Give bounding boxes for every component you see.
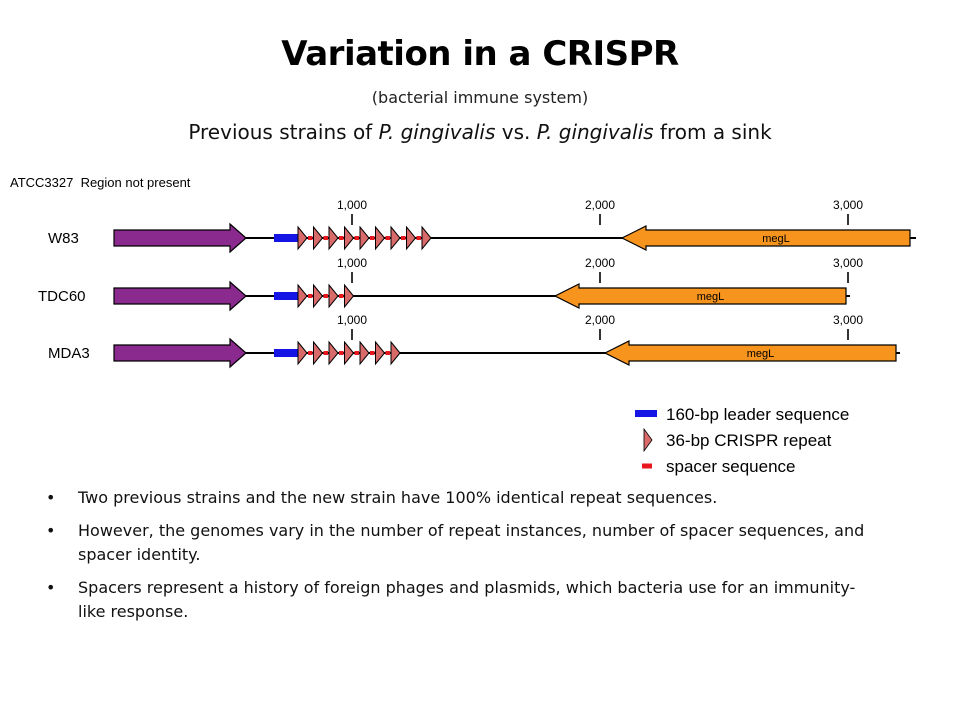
crispr-repeat	[313, 225, 324, 251]
crispr-repeat	[359, 225, 370, 251]
megl-gene-arrow	[603, 340, 897, 366]
scale-tick-label: 3,000	[833, 313, 863, 327]
megl-gene-arrow	[553, 283, 847, 309]
scale-tick-label: 1,000	[337, 198, 367, 212]
strain-label: MDA3	[48, 345, 90, 362]
crispr-repeat	[297, 283, 308, 309]
crispr-repeat	[344, 225, 355, 251]
crispr-repeat	[359, 340, 370, 366]
heading-species-2: P. gingivalis	[536, 120, 654, 144]
crispr-repeat	[375, 340, 386, 366]
heading-middle: vs.	[495, 120, 537, 144]
crispr-repeat	[297, 340, 308, 366]
crispr-repeat	[344, 283, 355, 309]
leader-sequence	[274, 292, 298, 300]
legend: 160-bp leader sequence 36-bp CRISPR repea…	[635, 405, 849, 476]
leader-sequence	[274, 234, 298, 242]
legend-leader-swatch	[635, 410, 657, 417]
bullet-item: Two previous strains and the new strain …	[46, 486, 880, 510]
scale-tick-label: 2,000	[585, 198, 615, 212]
scale-tick-label: 2,000	[585, 256, 615, 270]
megl-gene-label: megL	[747, 348, 775, 360]
megl-gene-arrow	[620, 225, 911, 251]
slide-heading: Previous strains of P. gingivalis vs. P.…	[0, 120, 960, 144]
slide-subtitle: (bacterial immune system)	[371, 88, 589, 107]
legend-repeat-swatch	[643, 427, 653, 453]
scale-tick-label: 2,000	[585, 313, 615, 327]
region-not-present-note: ATCC3327 Region not present	[10, 175, 191, 190]
slide-title: Variation in a CRISPR	[281, 34, 679, 74]
purple-gene-arrow	[113, 337, 247, 369]
crispr-repeat	[328, 283, 339, 309]
legend-label: spacer sequence	[666, 457, 795, 476]
crispr-repeat	[375, 225, 386, 251]
bullet-list: Two previous strains and the new strain …	[46, 486, 880, 633]
heading-species-1: P. gingivalis	[378, 120, 496, 144]
scale-tick-label: 1,000	[337, 256, 367, 270]
megl-gene-label: megL	[697, 291, 725, 303]
scale-tick-label: 1,000	[337, 313, 367, 327]
legend-label: 36-bp CRISPR repeat	[666, 431, 832, 450]
megl-gene-label: megL	[762, 233, 790, 245]
crispr-repeat	[390, 225, 401, 251]
bullet-item: Spacers represent a history of foreign p…	[46, 576, 880, 624]
strain-label: TDC60	[38, 288, 86, 305]
crispr-repeat	[313, 283, 324, 309]
crispr-repeat	[344, 340, 355, 366]
bullet-item: However, the genomes vary in the number …	[46, 519, 880, 567]
heading-suffix: from a sink	[653, 120, 772, 144]
crispr-repeat	[297, 225, 308, 251]
scale-tick-label: 3,000	[833, 256, 863, 270]
scale-tick-label: 3,000	[833, 198, 863, 212]
crispr-repeat	[313, 340, 324, 366]
strain-label: W83	[48, 230, 79, 247]
crispr-repeat	[406, 225, 417, 251]
purple-gene-arrow	[113, 222, 247, 254]
crispr-repeat	[328, 225, 339, 251]
legend-label: 160-bp leader sequence	[666, 405, 849, 424]
crispr-repeat	[421, 225, 432, 251]
crispr-repeat	[328, 340, 339, 366]
heading-prefix: Previous strains of	[188, 120, 379, 144]
purple-gene-arrow	[113, 280, 247, 312]
crispr-repeat	[390, 340, 401, 366]
leader-sequence	[274, 349, 298, 357]
